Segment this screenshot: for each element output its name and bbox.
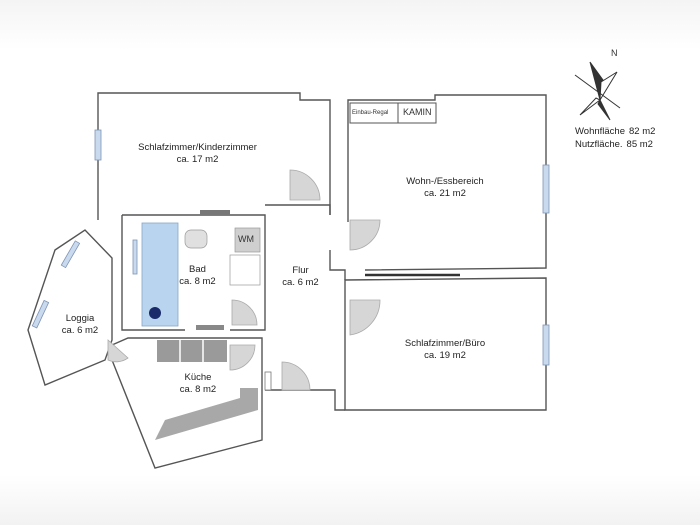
wall-bad	[121, 214, 266, 331]
door-kueche	[229, 344, 256, 371]
top-blur-band	[0, 0, 700, 50]
washing-machine	[234, 227, 261, 253]
window-bad	[132, 239, 138, 275]
label-kueche: Küche ca. 8 m2	[179, 372, 217, 395]
wall-schlafzimmer-buero	[344, 277, 547, 411]
label-bad: Bad ca. 8 m2	[179, 264, 216, 287]
door-kinderzimmer	[289, 169, 321, 201]
door-buero	[349, 299, 381, 336]
compass-rose	[574, 61, 621, 121]
wohnflaeche-label: Wohnfläche	[575, 126, 625, 137]
window-kinderzimmer	[94, 129, 102, 161]
window-buero	[542, 324, 550, 366]
wohnflaeche-row: Wohnfläche 82 m2	[575, 125, 655, 138]
window-wohnbereich	[542, 164, 550, 214]
einbau-regal-label: Einbau-Regal	[352, 108, 389, 119]
sink	[229, 254, 261, 286]
kamin-label: KAMIN	[403, 107, 432, 118]
wall-loggia	[27, 229, 113, 386]
nutzflaeche-value: 85 m2	[626, 139, 653, 150]
bathtub	[141, 222, 179, 327]
radiator-top	[200, 210, 230, 215]
area-summary: Wohnfläche 82 m2 Nutzfläche.85 m2	[575, 125, 655, 151]
label-schlafzimmer-buero: Schlafzimmer/Büro ca. 19 m2	[404, 338, 486, 361]
kamin-box	[349, 102, 437, 124]
radiator-bad	[196, 325, 224, 330]
door-bad	[231, 299, 258, 326]
wall-wohn-essbereich	[347, 94, 547, 271]
wohnflaeche-value: 82 m2	[629, 126, 656, 137]
label-flur: Flur ca. 6 m2	[282, 265, 319, 288]
wm-label: WM	[238, 234, 254, 244]
label-schlafzimmer-kinderzimmer: Schlafzimmer/Kinderzimmer ca. 17 m2	[138, 142, 257, 165]
bottom-blur-band	[0, 475, 700, 525]
kitchen-counter-diag	[155, 388, 258, 440]
window-loggia-1	[60, 240, 81, 269]
nutzflaeche-label: Nutzfläche.	[575, 139, 623, 150]
door-loggia	[107, 339, 129, 363]
kitchen-radiator	[264, 371, 272, 391]
compass-north-label: N	[611, 48, 618, 58]
shower-drain	[149, 307, 161, 319]
nutzflaeche-row: Nutzfläche.85 m2	[575, 138, 655, 151]
wall-schlafzimmer-kinderzimmer	[97, 92, 331, 220]
wall-kueche	[111, 337, 263, 469]
door-flur-bottom	[281, 361, 311, 391]
door-wohnbereich	[349, 219, 381, 251]
wc	[184, 229, 208, 249]
kitchen-counter-top	[157, 340, 227, 362]
window-loggia-2	[31, 299, 50, 329]
label-loggia: Loggia ca. 6 m2	[61, 313, 99, 336]
label-wohn-essbereich: Wohn-/Essbereich ca. 21 m2	[406, 176, 484, 199]
